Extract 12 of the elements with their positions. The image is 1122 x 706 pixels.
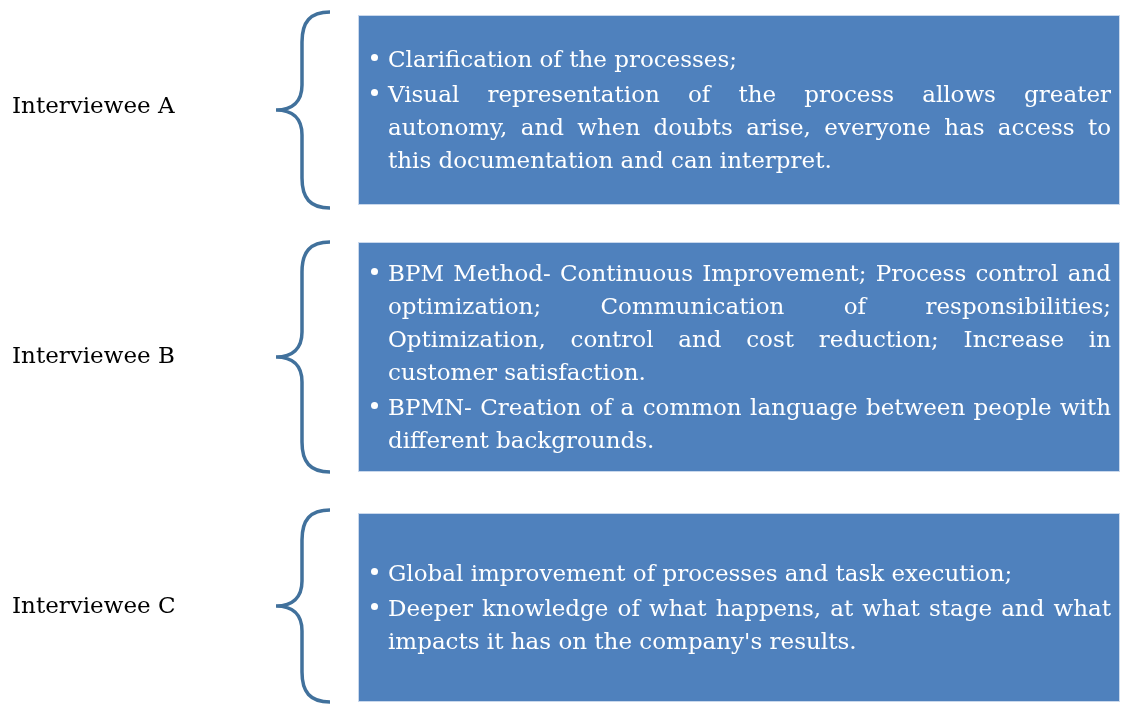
bullet-text: Deeper knowledge of what happens, at what stage and what impacts it has on the company's results. (388, 594, 1111, 656)
text-panel (358, 513, 1120, 702)
bullet-text: BPM Method- Continuous Improvement; Process control and optimization; Communication of responsibilities; Optimization, control and cost reduction; Increase in customer satisfaction. (388, 259, 1111, 387)
text-panel (358, 15, 1120, 205)
bullet-text: BPMN- Creation of a common language between people with different backgrounds. (388, 393, 1111, 455)
text-panel (358, 242, 1120, 472)
interviewee-label: Interviewee B (12, 342, 175, 368)
bullet-text: Clarification of the processes; (388, 45, 738, 74)
bullet-text: Global improvement of processes and task execution; (388, 559, 1014, 588)
interviewee-label: Interviewee C (12, 592, 176, 618)
interviewee-label: Interviewee A (12, 92, 175, 118)
bullet-text: Visual representation of the process allows greater autonomy, and when doubts arise, everyone has access to this documentation and can interpret. (388, 80, 1111, 175)
